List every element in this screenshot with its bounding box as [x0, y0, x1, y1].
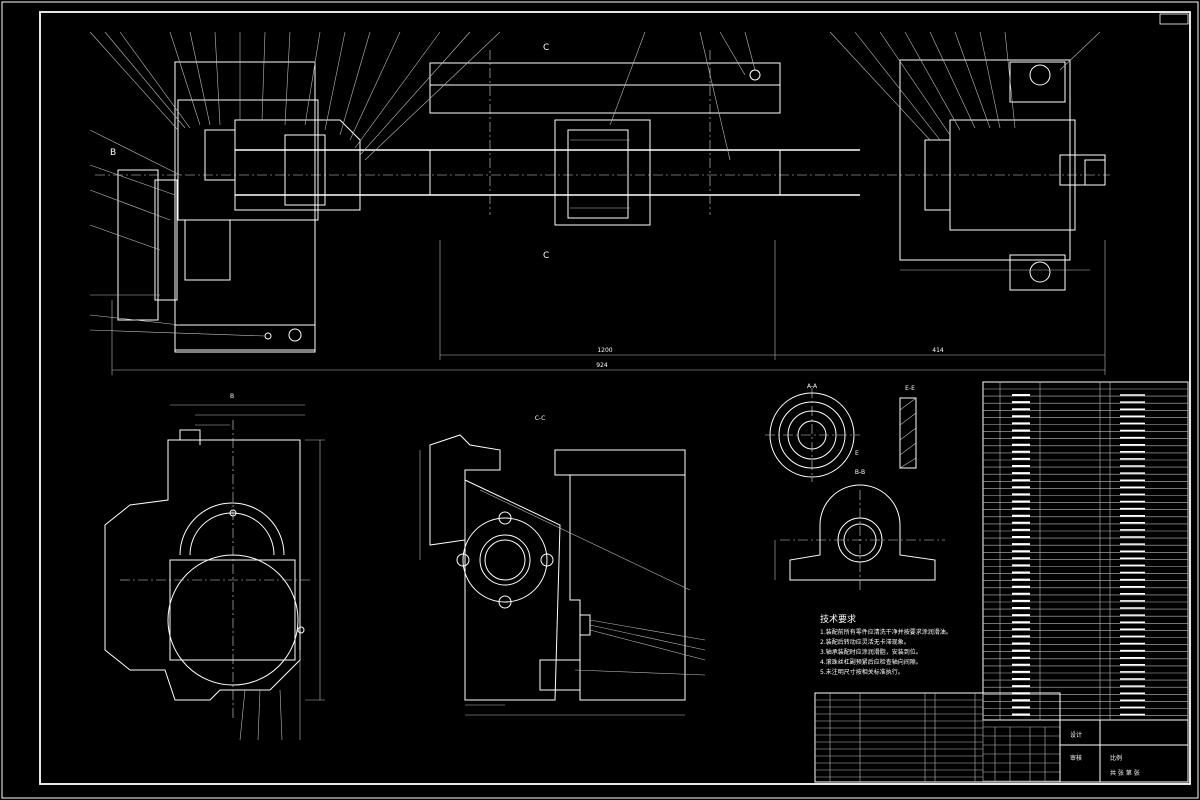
main-assembly-view: 924 1200 414 C C B — [89, 31, 1110, 375]
tech-line-5: 5.未注明尺寸按相关标准执行。 — [820, 668, 904, 676]
section-mark-c-bottom: C — [543, 251, 549, 261]
technical-requirements: 技术要求 1.装配前所有零件应清洗干净并按要求涂润滑油。 2.装配后转动应灵活无… — [820, 613, 952, 676]
tech-line-3: 3.轴承装配时应涂润滑脂，安装到位。 — [820, 648, 922, 656]
title-designer: 设计 — [1070, 731, 1082, 739]
dim-mid: 1200 — [597, 347, 612, 354]
section-b-b: B-B — [774, 469, 945, 590]
section-mark-c-top: C — [543, 43, 549, 53]
title-scale: 比例 — [1110, 754, 1122, 762]
section-e-mark: E — [855, 450, 859, 457]
tech-line-1: 1.装配前所有零件应清洗干净并按要求涂润滑油。 — [820, 628, 952, 636]
section-c-c: C-C — [419, 415, 706, 716]
section-a-a: A-A E — [765, 383, 860, 482]
section-mark-b: B — [110, 148, 116, 158]
title-block: 设计 审核 比例 共 张 第 张 — [1059, 719, 1189, 783]
section-cc-label: C-C — [535, 415, 546, 422]
section-e-e: E-E — [899, 385, 917, 469]
section-ee-label: E-E — [905, 385, 915, 392]
section-bb-label: B-B — [855, 469, 865, 476]
tech-line-4: 4.滚珠丝杠副预紧后应检查轴向间隙。 — [820, 658, 922, 666]
end-view-b: B — [104, 393, 325, 741]
tech-heading: 技术要求 — [820, 613, 856, 625]
inner-border — [39, 11, 1191, 785]
dim-right: 414 — [932, 347, 944, 354]
section-aa-label: A-A — [807, 383, 818, 390]
parts-list-cell — [814, 692, 1061, 783]
parts-list — [814, 381, 1189, 783]
tech-line-2: 2.装配后转动应灵活无卡滞现象。 — [820, 638, 910, 646]
title-checker: 审核 — [1070, 754, 1082, 762]
title-sheet: 共 张 第 张 — [1110, 769, 1140, 777]
view-b-label: B — [230, 393, 234, 400]
corner-block — [1159, 13, 1189, 25]
dim-overall: 924 — [596, 362, 608, 369]
